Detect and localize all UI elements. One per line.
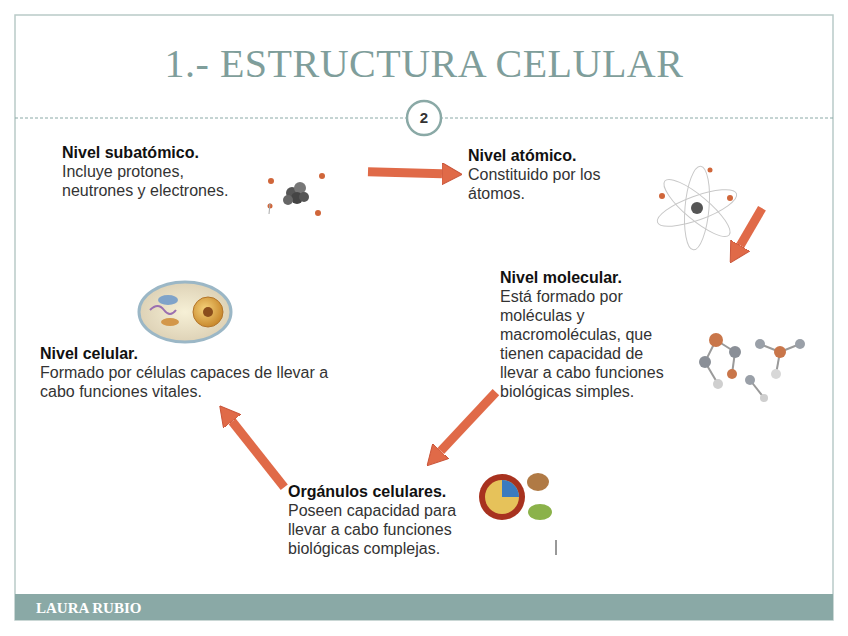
level-heading: Nivel celular.: [40, 344, 355, 363]
slide-frame: [15, 15, 833, 620]
level-arrow: [441, 392, 496, 451]
level-arrow: [368, 172, 442, 174]
level-heading: Nivel molecular.: [500, 268, 685, 287]
level-block: Nivel atómico.Constituido por los átomos…: [468, 146, 768, 203]
level-description: Constituido por los átomos.: [468, 165, 643, 203]
level-description: Incluye protones, neutrones y electrones…: [62, 162, 252, 200]
level-heading: Nivel subatómico.: [62, 143, 252, 162]
level-description: Formado por células capaces de llevar a …: [40, 363, 355, 401]
slide-title: 1.- ESTRUCTURA CELULAR: [0, 40, 848, 87]
slide-number-badge: [407, 101, 441, 135]
organelle-picture: [479, 473, 556, 555]
level-heading: Nivel atómico.: [468, 146, 643, 165]
author-footer: LAURA RUBIO: [36, 598, 141, 618]
level-block: Orgánulos celulares.Poseen capacidad par…: [288, 470, 558, 558]
slide-number: 2: [409, 107, 439, 129]
atom-picture: [653, 165, 740, 251]
level-arrow: [232, 421, 284, 487]
molecule-picture: [699, 333, 805, 402]
level-block: Nivel molecular.Está formado por molécul…: [500, 268, 820, 401]
level-heading: Orgánulos celulares.: [288, 482, 478, 501]
level-block: Nivel subatómico.Incluye protones, neutr…: [62, 143, 362, 200]
level-arrow: [740, 208, 762, 245]
cell-picture: [139, 282, 231, 342]
footer-band: [15, 594, 833, 620]
subatomic-picture: [268, 173, 326, 216]
level-block: Nivel celular.Formado por células capace…: [40, 280, 360, 401]
level-description: Está formado por moléculas y macromolécu…: [500, 287, 685, 401]
level-description: Poseen capacidad para llevar a cabo func…: [288, 501, 478, 558]
